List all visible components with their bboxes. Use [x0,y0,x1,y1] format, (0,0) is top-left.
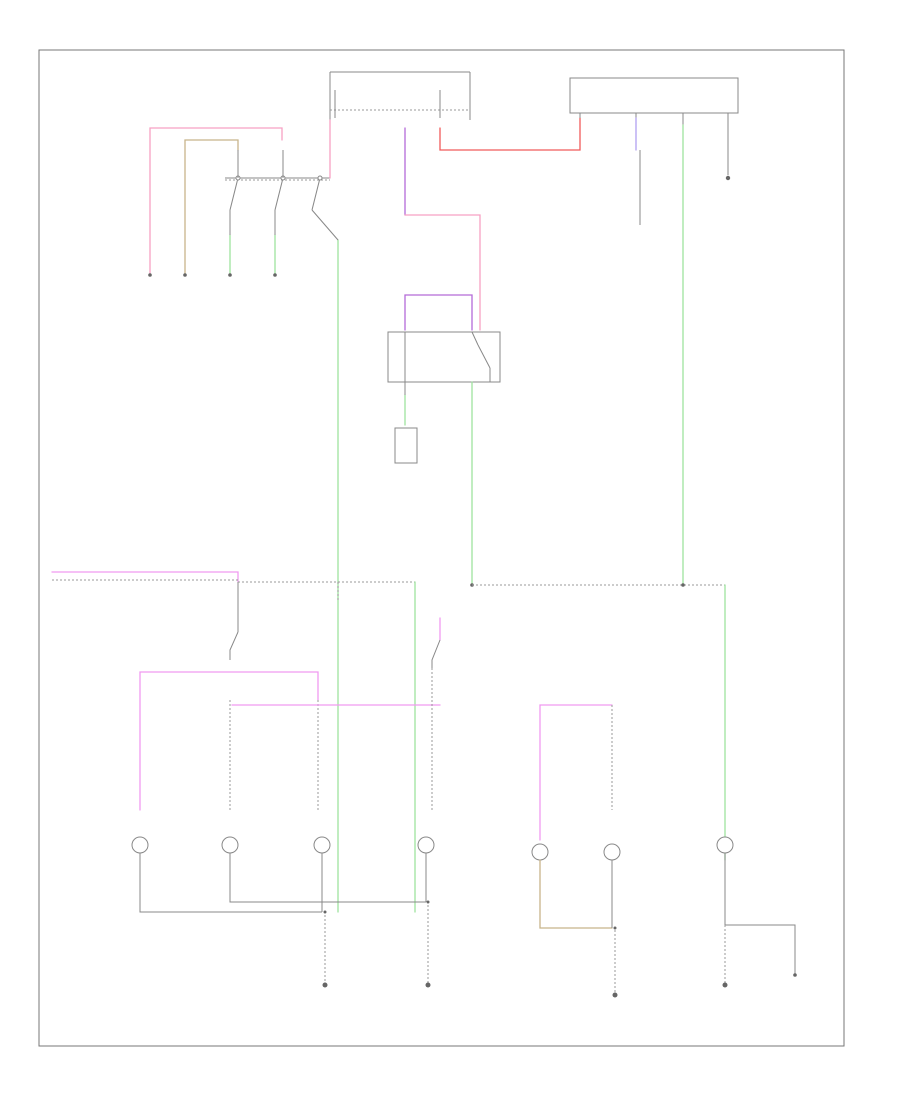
lighting-control-module [569,77,739,114]
wire-tan-switch [184,139,239,276]
lamp-row [131,836,734,861]
wire-tan-ground [539,859,613,929]
parklamp-relay [387,331,501,383]
wire-magenta-right [539,704,613,841]
wire-purple-relay-loop [404,294,473,331]
wire-magenta-left-feed [51,571,239,583]
wire-red-fuse-to-module [439,117,581,151]
diagram-frame [38,49,845,1047]
wire-pink-to-relay [404,214,481,331]
wire-pink-headlamp-feed [149,127,283,276]
relay-connector [394,427,418,464]
headlamp-switch [225,175,330,211]
wire-magenta-front-lamps [139,671,319,811]
fuse-box-connectors [329,71,471,120]
